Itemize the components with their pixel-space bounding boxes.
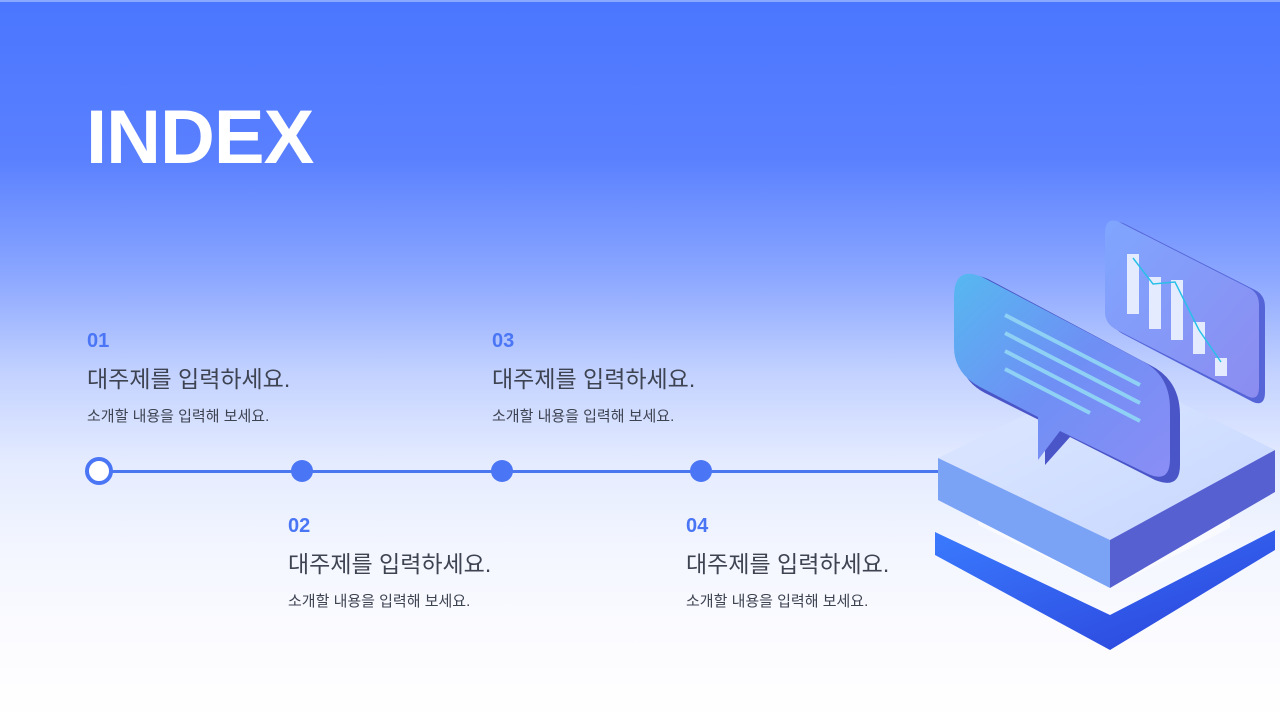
top-border [0,0,1280,2]
timeline-dot-04 [690,460,712,482]
item-number: 01 [87,330,110,352]
item-heading: 대주제를 입력하세요. [492,366,696,392]
index-item-03: 03 대주제를 입력하세요. 소개할 내용을 입력해 보세요. [492,329,695,427]
item-heading: 대주제를 입력하세요. [288,551,492,577]
index-item-01: 01 대주제를 입력하세요. 소개할 내용을 입력해 보세요. [87,329,290,427]
item-description: 소개할 내용을 입력해 보세요. [686,593,869,610]
item-description: 소개할 내용을 입력해 보세요. [288,593,471,610]
timeline-dot-03 [491,460,513,482]
item-number: 04 [686,515,709,537]
timeline-line [98,470,940,473]
timeline-dot-02 [291,460,313,482]
isometric-chat-chart-platform-icon [935,220,1275,650]
item-heading: 대주제를 입력하세요. [686,551,890,577]
index-item-04: 04 대주제를 입력하세요. 소개할 내용을 입력해 보세요. [686,514,889,612]
item-description: 소개할 내용을 입력해 보세요. [87,408,270,425]
timeline-dot-start [85,457,113,485]
index-item-02: 02 대주제를 입력하세요. 소개할 내용을 입력해 보세요. [288,514,491,612]
item-number: 03 [492,330,515,352]
page-title: INDEX [86,95,314,180]
item-number: 02 [288,515,311,537]
item-heading: 대주제를 입력하세요. [87,366,291,392]
item-description: 소개할 내용을 입력해 보세요. [492,408,675,425]
